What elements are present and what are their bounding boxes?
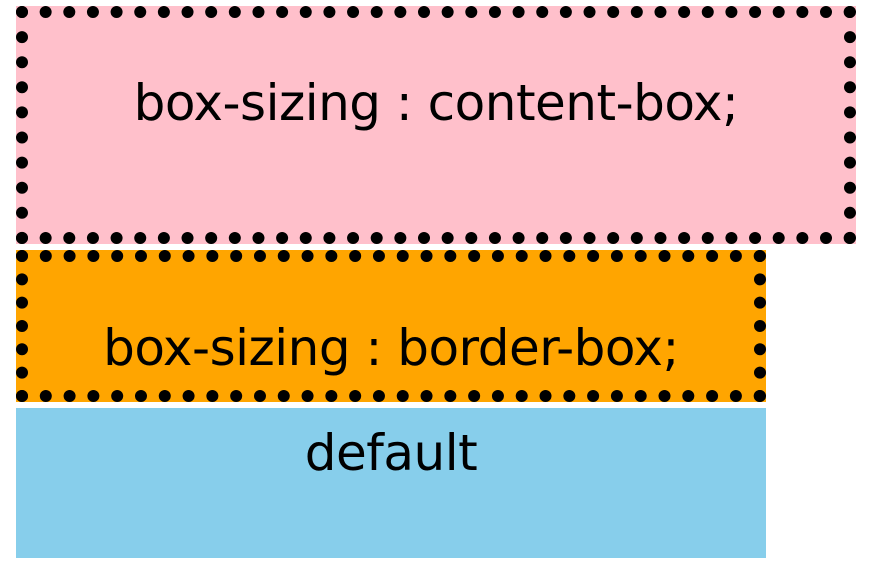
content-box-label: box-sizing : content-box;: [133, 74, 739, 132]
default-box-demo: default: [16, 408, 766, 558]
content-box-demo: box-sizing : content-box;: [16, 6, 856, 244]
default-box-label: default: [304, 424, 478, 482]
border-box-label: box-sizing : border-box;: [103, 319, 679, 377]
border-box-demo: box-sizing : border-box;: [16, 250, 766, 402]
